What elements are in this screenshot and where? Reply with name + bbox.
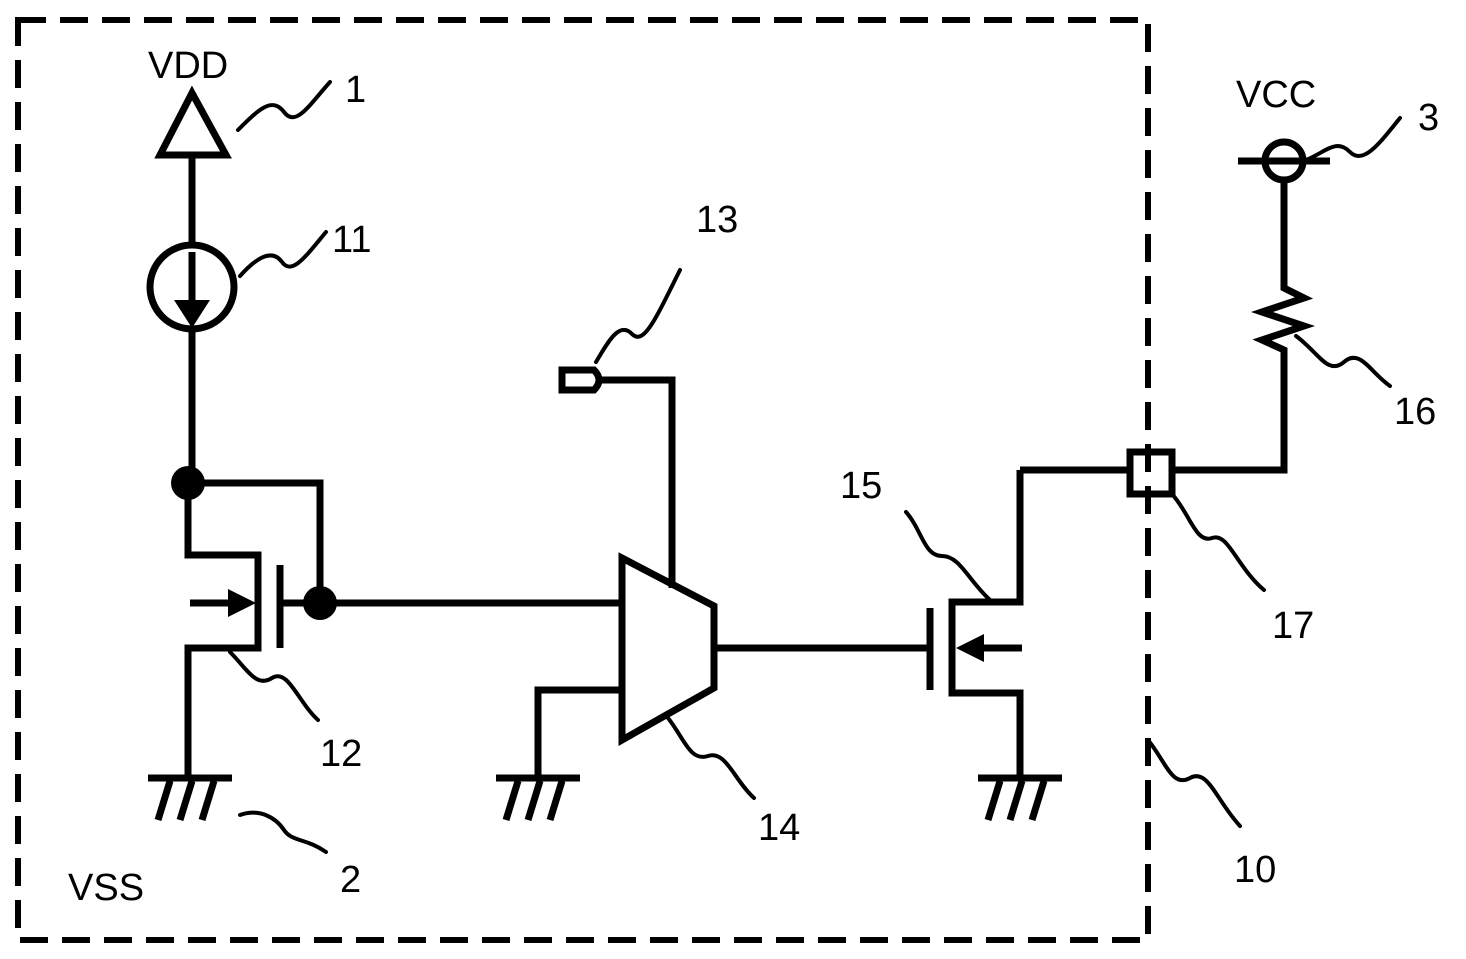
leader-3 (1304, 116, 1402, 162)
leader-1 (236, 80, 332, 132)
current-source (146, 241, 238, 333)
vss-ground-icon (148, 774, 232, 822)
ref-16: 16 (1394, 391, 1436, 433)
leader-14 (666, 716, 756, 800)
transistor-15 (926, 470, 1024, 778)
leader-16 (1294, 334, 1392, 388)
ref-15: 15 (840, 465, 882, 507)
vcc-terminal (1238, 138, 1330, 184)
vcc-label: VCC (1236, 74, 1316, 116)
comparator (618, 552, 718, 746)
leader-11 (238, 230, 328, 278)
ref-11: 11 (332, 219, 371, 261)
comparator-ground-icon (496, 774, 580, 822)
leader-15 (904, 510, 992, 602)
vdd-terminal (154, 85, 232, 245)
transistor-12 (184, 483, 284, 778)
ref-14: 14 (758, 807, 800, 849)
leader-17 (1170, 492, 1266, 592)
wire-pad-to-resistor (1172, 370, 1288, 474)
ref-3: 3 (1418, 97, 1439, 139)
leader-10 (1146, 738, 1242, 828)
wire-comparator-gnd (534, 686, 622, 778)
ref-10: 10 (1234, 849, 1276, 891)
ref-13: 13 (696, 199, 738, 241)
vss-label: VSS (68, 867, 144, 909)
chip-boundary (15, 17, 1151, 943)
leader-12 (228, 650, 320, 722)
leader-2 (238, 810, 328, 854)
ref-1: 1 (345, 69, 366, 111)
ref-2: 2 (340, 859, 361, 901)
ref-17: 17 (1272, 605, 1314, 647)
wire-diode-connect (188, 479, 324, 602)
input-terminal (558, 366, 676, 588)
leader-13 (594, 268, 682, 364)
ref-12: 12 (320, 733, 362, 775)
resistor (1250, 180, 1316, 370)
vdd-label: VDD (148, 45, 228, 87)
transistor-15-ground-icon (978, 774, 1062, 822)
